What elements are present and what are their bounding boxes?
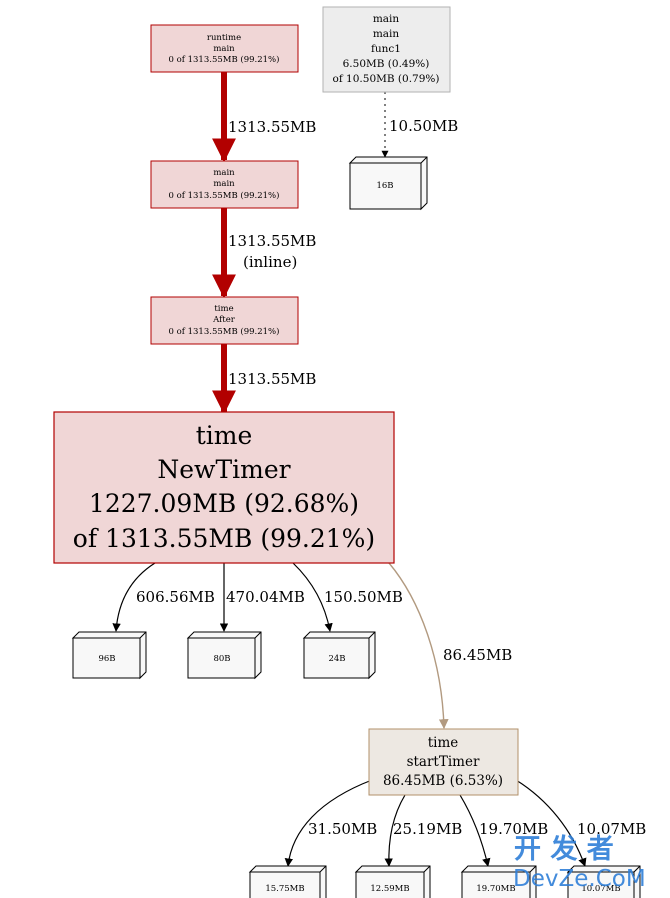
edge-starttimer-to-12-59mb: 25.19MB <box>384 794 462 867</box>
alloc-box-19-70mb[interactable]: 19.70MB <box>460 865 537 898</box>
watermark-en: DevZe.CoM <box>513 866 646 892</box>
edge-label: 1313.55MB <box>228 232 316 250</box>
node-cum-stats: of 1313.55MB (99.21%) <box>73 524 375 553</box>
edge-label: 31.50MB <box>308 820 377 838</box>
node-package: time <box>428 735 459 751</box>
edge-label: 10.50MB <box>389 117 458 135</box>
node-flat-stats: 1227.09MB (92.68%) <box>89 489 359 518</box>
alloc-size: 19.70MB <box>476 884 515 894</box>
alloc-size: 12.59MB <box>370 884 409 894</box>
edge-label: 606.56MB <box>136 588 215 606</box>
node-function: main <box>213 44 235 54</box>
alloc-box-96b[interactable]: 96B <box>71 631 147 680</box>
edge-label: 470.04MB <box>226 588 305 606</box>
edge-starttimer-to-15-75mb: 31.50MB <box>284 779 377 867</box>
node-function: main <box>373 28 400 40</box>
edge-newtimer-to-24b: 150.50MB <box>292 562 403 632</box>
node-flat-stats: 86.45MB (6.53%) <box>383 773 503 789</box>
edge-newtimer-to-96b: 606.56MB <box>112 562 215 632</box>
edge-label-inline: (inline) <box>243 253 297 271</box>
node-flat-stats: 6.50MB (0.49%) <box>343 58 430 70</box>
edge-label: 1313.55MB <box>228 370 316 388</box>
edge-after-to-newtimer: 1313.55MB <box>212 344 316 415</box>
edge-label: 150.50MB <box>324 588 403 606</box>
node-time-starttimer[interactable]: time startTimer 86.45MB (6.53%) <box>368 728 519 796</box>
alloc-box-80b[interactable]: 80B <box>186 631 262 680</box>
watermark-cn: 开 发 者 <box>514 833 614 865</box>
node-stats: 0 of 1313.55MB (99.21%) <box>169 326 280 337</box>
alloc-size: 24B <box>328 654 345 664</box>
alloc-box-16b[interactable]: 16B <box>348 156 428 211</box>
node-package: runtime <box>207 33 241 43</box>
node-function: NewTimer <box>157 455 290 484</box>
node-stats: 0 of 1313.55MB (99.21%) <box>169 54 280 65</box>
edge-func1-to-16b: 10.50MB <box>381 92 458 158</box>
edge-starttimer-to-10-07mb: 10.07MB <box>515 779 646 867</box>
node-main-func1[interactable]: main main func1 6.50MB (0.49%) of 10.50M… <box>322 6 451 93</box>
edge-label: 25.19MB <box>393 820 462 838</box>
node-package: main <box>213 168 235 178</box>
alloc-box-24b[interactable]: 24B <box>302 631 376 680</box>
edge-label: 86.45MB <box>443 646 512 664</box>
node-cum-stats: of 10.50MB (0.79%) <box>333 73 440 85</box>
node-function-suffix: func1 <box>371 43 401 55</box>
node-package: time <box>196 421 253 450</box>
alloc-box-12-59mb[interactable]: 12.59MB <box>354 865 431 898</box>
alloc-size: 10.07MB <box>581 884 620 894</box>
edge-label: 19.70MB <box>479 820 548 838</box>
node-function: After <box>212 315 236 325</box>
node-package: time <box>214 304 233 314</box>
edge-label: 1313.55MB <box>228 118 316 136</box>
alloc-size: 16B <box>376 181 393 191</box>
node-function: main <box>213 179 235 189</box>
watermark: 开 发 者 DevZe.CoM <box>513 833 646 892</box>
alloc-box-15-75mb[interactable]: 15.75MB <box>248 865 327 898</box>
alloc-size: 80B <box>213 654 230 664</box>
alloc-box-10-07mb[interactable]: 10.07MB <box>566 865 641 898</box>
edge-label: 10.07MB <box>577 820 646 838</box>
alloc-size: 96B <box>98 654 115 664</box>
alloc-size: 15.75MB <box>265 884 304 894</box>
edge-newtimer-to-80b: 470.04MB <box>219 563 305 632</box>
node-main-main[interactable]: main main 0 of 1313.55MB (99.21%) <box>150 160 299 209</box>
node-stats: 0 of 1313.55MB (99.21%) <box>169 190 280 201</box>
edge-main-to-after: 1313.55MB (inline) <box>212 208 316 299</box>
node-time-after[interactable]: time After 0 of 1313.55MB (99.21%) <box>150 296 299 345</box>
edge-starttimer-to-19-70mb: 19.70MB <box>459 794 548 867</box>
node-function: startTimer <box>407 754 480 770</box>
node-package: main <box>373 13 400 25</box>
node-time-newtimer[interactable]: time NewTimer 1227.09MB (92.68%) of 1313… <box>53 411 395 564</box>
node-runtime-main[interactable]: runtime main 0 of 1313.55MB (99.21%) <box>150 24 299 73</box>
edge-runtime-to-main: 1313.55MB <box>212 72 316 163</box>
edge-newtimer-to-starttimer: 86.45MB <box>388 562 512 729</box>
